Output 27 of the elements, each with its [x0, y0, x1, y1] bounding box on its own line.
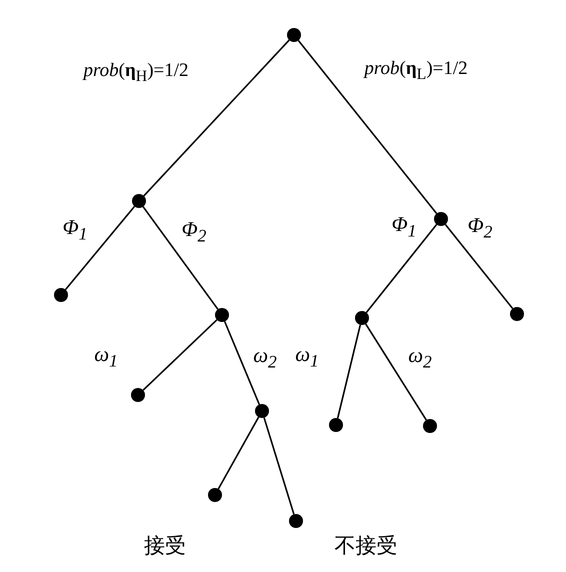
node-dot — [423, 419, 437, 433]
branch-line — [143, 40, 290, 196]
outcome-label: 接受 — [143, 534, 187, 558]
branch-line — [298, 40, 438, 214]
node-dot — [255, 404, 269, 418]
branch-line — [224, 321, 260, 405]
branch-line — [366, 224, 438, 313]
outcome-label: 不接受 — [334, 534, 398, 558]
branch-line — [64, 206, 136, 290]
branch-line — [142, 206, 219, 310]
node-dot — [54, 288, 68, 302]
node-dot — [132, 194, 146, 208]
node-dot — [355, 311, 369, 325]
branch-line — [218, 416, 260, 490]
branch-line — [142, 319, 218, 391]
branch-line — [336, 324, 362, 418]
node-dot — [510, 307, 524, 321]
node-dot — [131, 388, 145, 402]
branch-line — [263, 417, 295, 515]
node-dot — [215, 308, 229, 322]
node-dot — [434, 212, 448, 226]
node-dot — [287, 28, 301, 42]
branch-line — [365, 323, 427, 421]
node-dot — [329, 418, 343, 432]
node-dot — [289, 514, 303, 528]
node-dot — [208, 488, 222, 502]
branch-line — [444, 224, 514, 309]
